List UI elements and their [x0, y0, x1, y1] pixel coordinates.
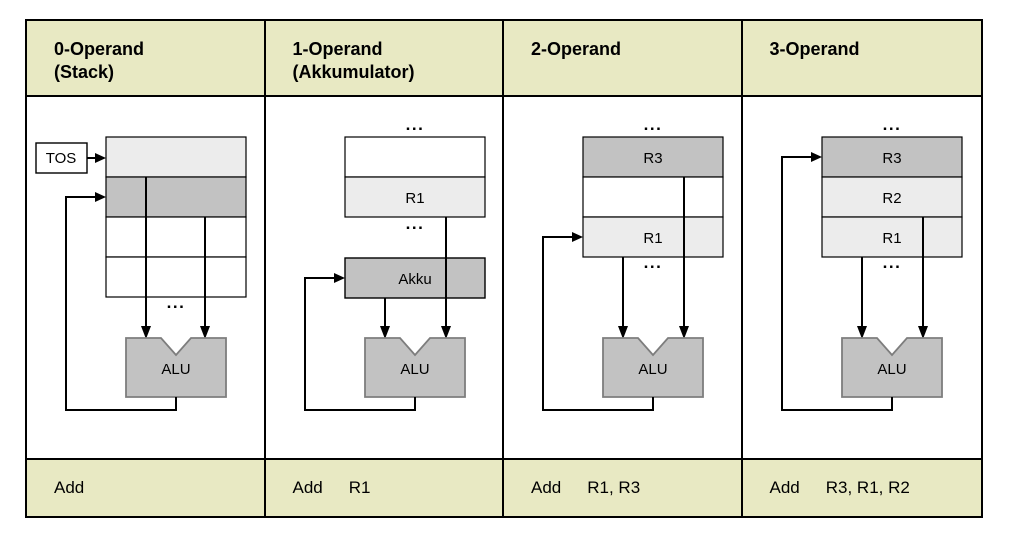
- register-label: R1: [643, 230, 662, 247]
- header-subtitle: (Akkumulator): [292, 62, 415, 82]
- instruction-cell-stack: Add: [27, 458, 266, 516]
- register-label: R1: [405, 190, 424, 207]
- header-title: 3-Operand: [769, 39, 860, 59]
- header-title: 1-Operand: [292, 39, 383, 59]
- arrowhead-icon: [679, 326, 689, 339]
- instruction-mnemonic: Add: [531, 478, 562, 497]
- stack-diagram: TOS ... ALU: [35, 136, 247, 411]
- ellipsis: ...: [644, 115, 663, 134]
- instruction-mnemonic: Add: [292, 478, 323, 497]
- instruction-operands: R1: [348, 478, 371, 497]
- register-row-r3: [820, 136, 963, 178]
- register-label: R3: [882, 150, 901, 167]
- register-label: R1: [882, 230, 901, 247]
- ellipsis: ...: [882, 253, 901, 272]
- stack-row-top: [105, 136, 247, 178]
- arrowhead-icon: [917, 326, 928, 339]
- arrowhead-icon: [810, 152, 822, 162]
- arrowhead-icon: [379, 326, 390, 339]
- architecture-comparison-table: 0-Operand (Stack) 1-Operand (Akkumulator…: [25, 19, 983, 518]
- instruction-cell-3-operand: Add R3, R1, R2: [742, 458, 981, 516]
- akku-label: Akku: [398, 271, 431, 288]
- alu-label: ALU: [161, 361, 190, 378]
- result-feedback-wire: [780, 156, 893, 411]
- instruction-cell-akkumulator: Add R1: [265, 458, 504, 516]
- akku-box: [343, 257, 486, 299]
- register-row-r1: [582, 216, 724, 258]
- arrowhead-icon: [333, 273, 345, 283]
- tos-arrowhead-icon: [95, 153, 106, 163]
- arrowhead-icon: [95, 192, 106, 202]
- register-row-r1: [820, 216, 963, 258]
- register-label: R2: [882, 190, 901, 207]
- diagram-cell-stack: TOS ... ALU: [27, 97, 266, 458]
- header-cell-3-operand: 3-Operand: [742, 21, 981, 97]
- arrowhead-icon: [572, 232, 583, 242]
- register-label: R3: [643, 150, 662, 167]
- alu-shape: [125, 337, 227, 398]
- arrowhead-icon: [856, 326, 867, 339]
- result-feedback-wire: [303, 277, 416, 411]
- instruction-mnemonic: Add: [54, 478, 85, 497]
- arrowhead-icon: [618, 326, 628, 339]
- alu-shape: [840, 337, 943, 398]
- result-feedback-wire: [65, 196, 177, 411]
- header-cell-2-operand: 2-Operand: [504, 21, 743, 97]
- two-operand-diagram: ... R3 R1 ... ALU: [542, 115, 724, 411]
- register-row: [343, 136, 486, 178]
- header-cell-0-operand: 0-Operand (Stack): [27, 21, 266, 97]
- register-row-r2: [820, 176, 963, 218]
- header-title: 2-Operand: [531, 39, 622, 59]
- ellipsis: ...: [644, 253, 663, 272]
- header-subtitle: (Stack): [54, 62, 115, 82]
- instruction-cell-2-operand: Add R1, R3: [504, 458, 743, 516]
- tos-label: TOS: [46, 150, 77, 167]
- result-feedback-wire: [542, 236, 654, 411]
- register-row-r3: [582, 136, 724, 178]
- header-title: 0-Operand: [54, 39, 145, 59]
- arrowhead-icon: [141, 326, 151, 339]
- ellipsis: ...: [405, 214, 424, 233]
- diagram-cell-2-operand: ... R3 R1 ... ALU: [504, 97, 743, 458]
- ellipsis: ...: [405, 115, 424, 134]
- akkumulator-diagram: ... R1 ... Akku ALU: [303, 115, 486, 411]
- alu-label: ALU: [638, 361, 667, 378]
- stack-row: [105, 216, 247, 258]
- alu-shape: [363, 337, 466, 398]
- stack-row: [105, 256, 247, 298]
- register-row: [582, 176, 724, 218]
- arrowhead-icon: [440, 326, 451, 339]
- alu-shape: [602, 337, 704, 398]
- ellipsis: ...: [167, 293, 186, 312]
- instruction-operands: R1, R3: [587, 478, 641, 497]
- tos-box: [35, 142, 88, 174]
- instruction-operands: R3, R1, R2: [825, 478, 910, 497]
- diagram-cell-akkumulator: ... R1 ... Akku ALU: [265, 97, 504, 458]
- three-operand-diagram: ... R3 R2 R1 ... ALU: [780, 115, 963, 411]
- stack-row-second: [105, 176, 247, 218]
- instruction-mnemonic: Add: [769, 478, 800, 497]
- alu-label: ALU: [877, 361, 906, 378]
- arrowhead-icon: [200, 326, 210, 339]
- diagram-cell-3-operand: ... R3 R2 R1 ... ALU: [742, 97, 981, 458]
- header-cell-1-operand: 1-Operand (Akkumulator): [265, 21, 504, 97]
- register-row-r1: [343, 176, 486, 218]
- alu-label: ALU: [400, 361, 429, 378]
- ellipsis: ...: [882, 115, 901, 134]
